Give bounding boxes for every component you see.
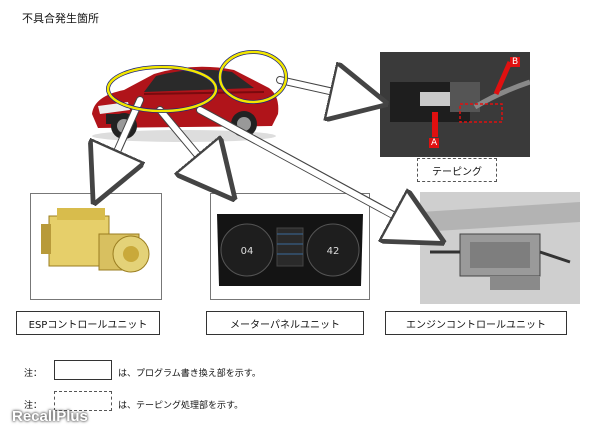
- diagram-title: 不具合発生箇所: [22, 12, 99, 25]
- meter-label: メーターパネルユニット: [206, 311, 364, 335]
- note-2-prefix: 注：: [24, 401, 43, 411]
- taping-photo: [380, 52, 530, 157]
- meter-right-value: 42: [327, 246, 340, 257]
- note-1-text: は、プログラム書き換え部を示す。: [118, 369, 261, 379]
- meter-left-value: 04: [241, 246, 254, 257]
- note-2-text: は、テーピング処理部を示す。: [118, 401, 244, 411]
- meter-frame: 04 42: [210, 193, 370, 300]
- taping-label: テーピング: [417, 158, 497, 182]
- esp-label: ESPコントロールユニット: [16, 311, 160, 335]
- note-1-prefix: 注：: [24, 369, 43, 379]
- marker-b: B: [510, 57, 521, 67]
- marker-a: A: [429, 138, 440, 148]
- engine-label: エンジンコントロールユニット: [385, 311, 567, 335]
- note-1-solid-box: [54, 360, 112, 380]
- watermark-logo: RecallPlus: [12, 408, 88, 425]
- note-2-dashed-box: [54, 391, 112, 411]
- esp-frame: [30, 193, 162, 300]
